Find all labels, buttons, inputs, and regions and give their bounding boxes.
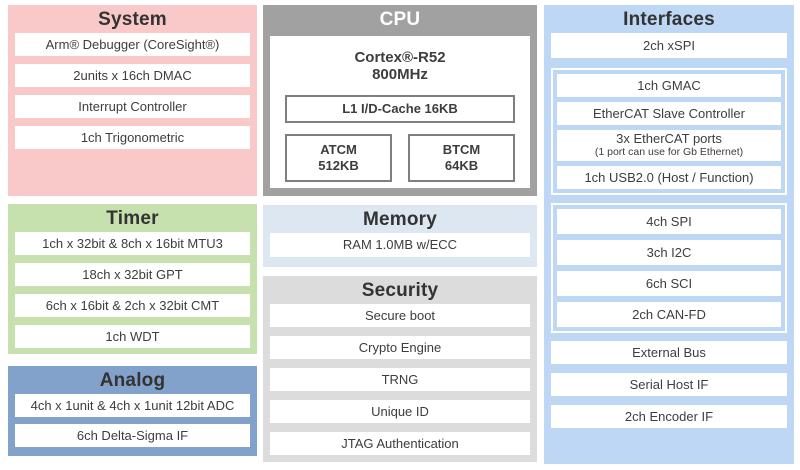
serial-group: 4ch SPI 3ch I2C 6ch SCI 2ch CAN-FD	[551, 203, 787, 333]
atcm-box: ATCM 512KB	[285, 134, 392, 182]
system-title: System	[98, 9, 167, 30]
analog-item-adc: 4ch x 1unit & 4ch x 1unit 12bit ADC	[15, 394, 250, 417]
timer-item-cmt: 6ch x 16bit & 2ch x 32bit CMT	[15, 294, 250, 317]
cpu-block: CPU Cortex®-R52 800MHz L1 I/D-Cache 16KB…	[263, 5, 537, 196]
interfaces-item-spi: 4ch SPI	[557, 209, 781, 234]
interfaces-item-xspi: 2ch xSPI	[551, 33, 787, 58]
left-column: System Arm® Debugger (CoreSight®) 2units…	[8, 5, 257, 456]
interfaces-item-ethercat-ports: 3x EtherCAT ports (1 port can use for Gb…	[557, 130, 781, 161]
timer-title: Timer	[106, 208, 159, 229]
interfaces-title: Interfaces	[623, 9, 715, 30]
btcm-name: BTCM	[442, 142, 481, 157]
cpu-core-name: Cortex®-R52 800MHz	[285, 49, 515, 83]
atcm-name: ATCM	[320, 142, 357, 157]
system-item-trigonometric: 1ch Trigonometric	[15, 126, 250, 149]
security-item-jtag-auth: JTAG Authentication	[270, 432, 530, 455]
middle-column: CPU Cortex®-R52 800MHz L1 I/D-Cache 16KB…	[263, 5, 537, 462]
memory-title: Memory	[362, 209, 438, 230]
analog-item-delta-sigma: 6ch Delta-Sigma IF	[15, 424, 250, 447]
timer-item-gpt: 18ch x 32bit GPT	[15, 263, 250, 286]
ethercat-ports-note: (1 port can use for Gb Ethernet)	[594, 146, 744, 158]
cpu-core-model: Cortex®-R52	[354, 49, 446, 66]
interfaces-item-gmac: 1ch GMAC	[557, 74, 781, 97]
security-title: Security	[361, 280, 439, 301]
security-item-secure-boot: Secure boot	[270, 304, 530, 327]
timer-item-wdt: 1ch WDT	[15, 325, 250, 348]
security-item-unique-id: Unique ID	[270, 400, 530, 423]
cpu-title: CPU	[379, 9, 421, 30]
interfaces-item-encoder: 2ch Encoder IF	[551, 405, 787, 428]
system-item-arm-debugger: Arm® Debugger (CoreSight®)	[15, 33, 250, 56]
analog-block: Analog 4ch x 1unit & 4ch x 1unit 12bit A…	[8, 366, 257, 456]
atcm-size: 512KB	[318, 158, 359, 173]
ethernet-group: 1ch GMAC EtherCAT Slave Controller 3x Et…	[551, 68, 787, 195]
security-item-trng: TRNG	[270, 368, 530, 391]
interfaces-item-sci: 6ch SCI	[557, 271, 781, 296]
btcm-box: BTCM 64KB	[408, 134, 515, 182]
system-item-dmac: 2units x 16ch DMAC	[15, 64, 250, 87]
security-item-crypto-engine: Crypto Engine	[270, 336, 530, 359]
tcm-row: ATCM 512KB BTCM 64KB	[285, 134, 515, 182]
ethercat-ports-label: 3x EtherCAT ports	[616, 131, 722, 146]
interfaces-item-ethercat-slave: EtherCAT Slave Controller	[557, 102, 781, 125]
interfaces-block: Interfaces 2ch xSPI 1ch GMAC EtherCAT Sl…	[544, 5, 794, 464]
l1-cache-box: L1 I/D-Cache 16KB	[285, 95, 515, 123]
memory-block: Memory RAM 1.0MB w/ECC	[263, 205, 537, 267]
interfaces-item-i2c: 3ch I2C	[557, 240, 781, 265]
interfaces-item-serial-host: Serial Host IF	[551, 373, 787, 396]
system-block: System Arm® Debugger (CoreSight®) 2units…	[8, 5, 257, 196]
right-column: Interfaces 2ch xSPI 1ch GMAC EtherCAT Sl…	[544, 5, 794, 464]
interfaces-item-usb: 1ch USB2.0 (Host / Function)	[557, 166, 781, 189]
timer-block: Timer 1ch x 32bit & 8ch x 16bit MTU3 18c…	[8, 204, 257, 354]
analog-title: Analog	[99, 370, 166, 391]
security-block: Security Secure boot Crypto Engine TRNG …	[263, 276, 537, 462]
interfaces-item-canfd: 2ch CAN-FD	[557, 302, 781, 327]
cpu-core-panel: Cortex®-R52 800MHz L1 I/D-Cache 16KB ATC…	[270, 36, 530, 188]
btcm-size: 64KB	[444, 158, 479, 173]
interfaces-item-external-bus: External Bus	[551, 341, 787, 364]
cpu-core-frequency: 800MHz	[372, 66, 428, 83]
timer-item-mtu3: 1ch x 32bit & 8ch x 16bit MTU3	[15, 232, 250, 255]
system-item-interrupt-controller: Interrupt Controller	[15, 95, 250, 118]
memory-item-ram: RAM 1.0MB w/ECC	[270, 233, 530, 257]
